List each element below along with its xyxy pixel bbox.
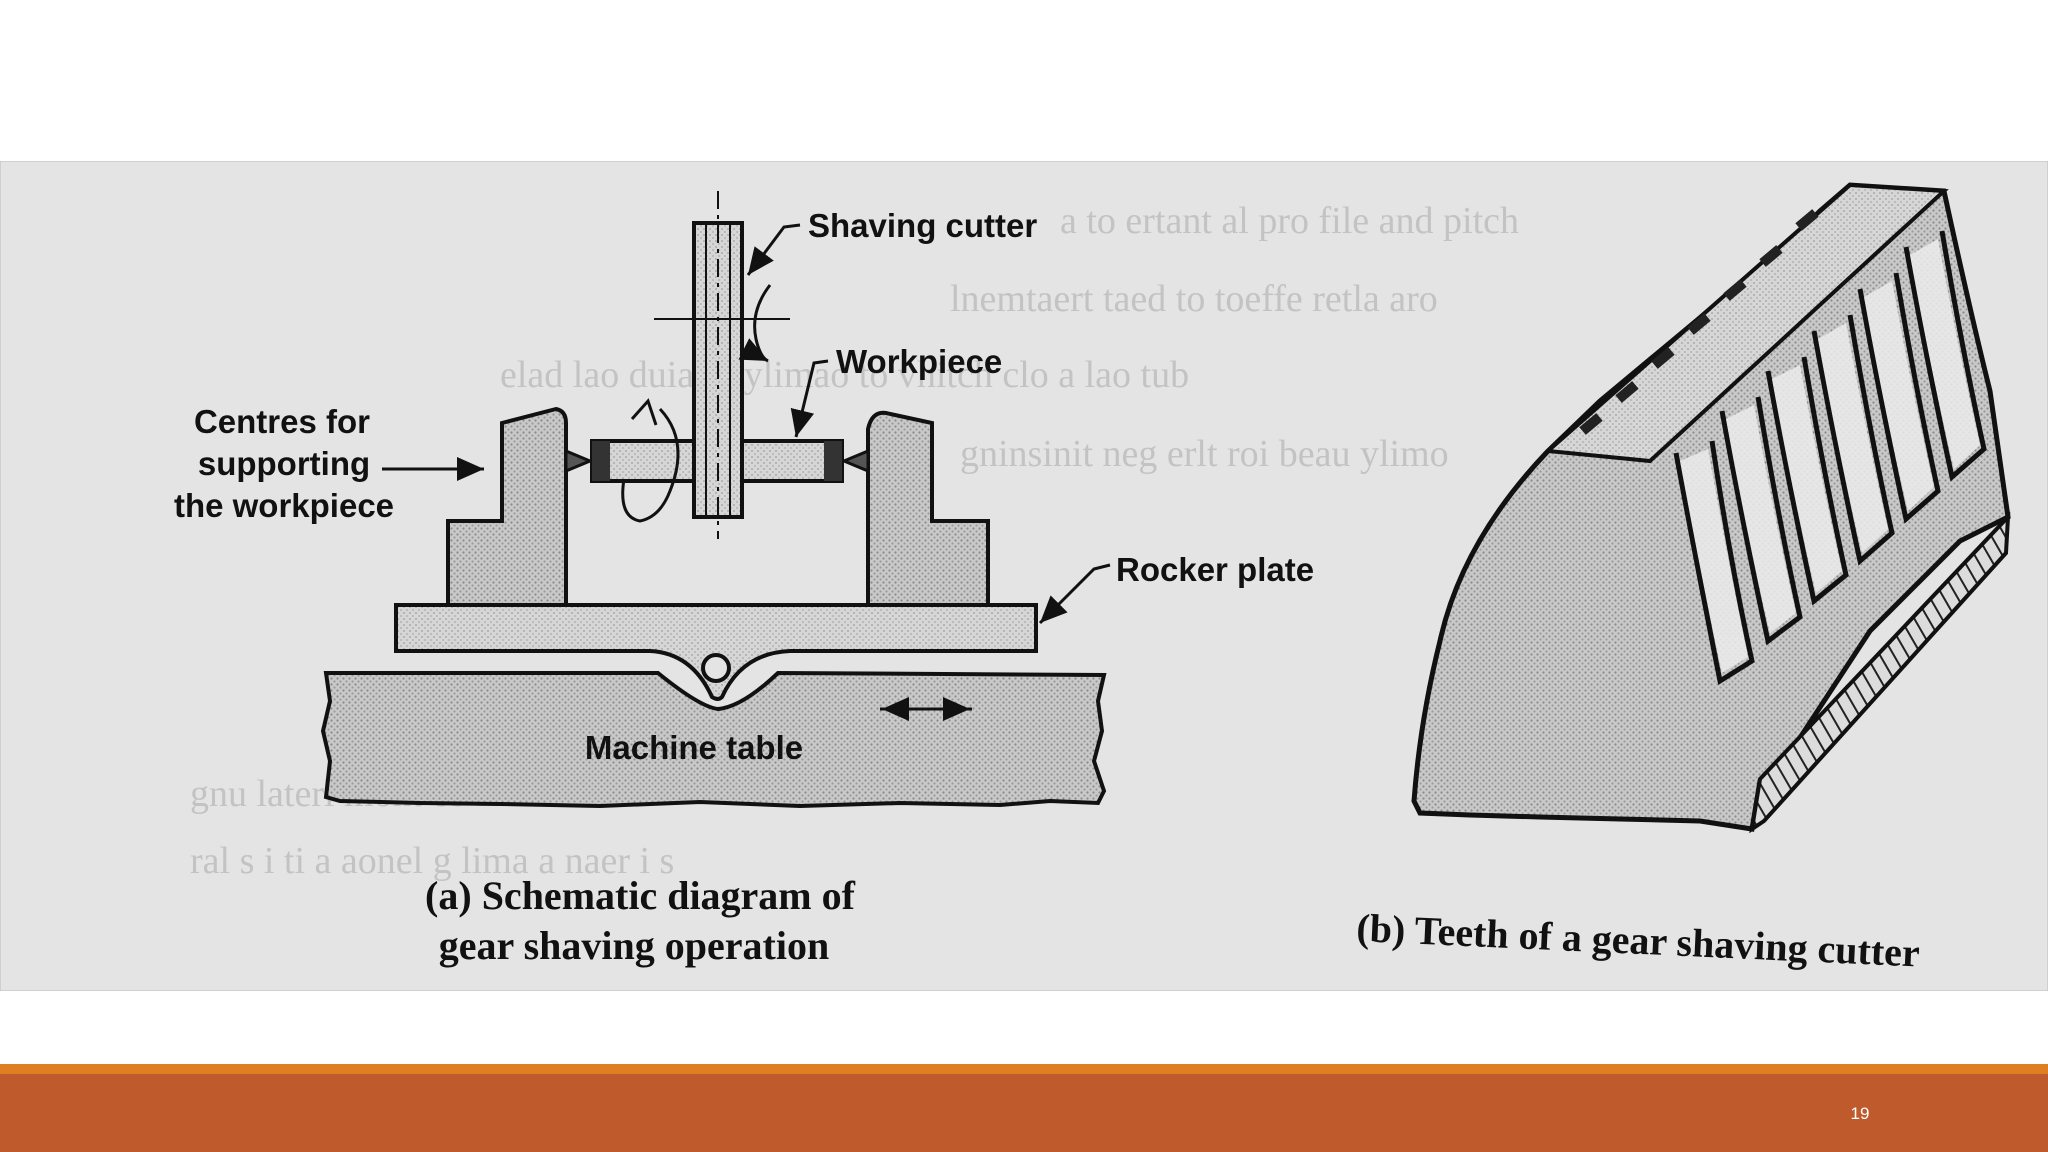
workpiece-leader <box>790 359 829 438</box>
label-centres-line2: supporting <box>198 445 370 482</box>
label-rocker-plate: Rocker plate <box>1116 551 1314 588</box>
label-shaving-cutter: Shaving cutter <box>808 207 1037 244</box>
rocker-pivot <box>701 653 731 683</box>
footer-band <box>0 1064 2048 1152</box>
shaving-cutter-leader <box>746 223 801 276</box>
cutter-rotation-arrow <box>738 284 772 363</box>
label-machine-table: Machine table <box>585 729 803 766</box>
right-centre-support <box>866 410 990 607</box>
svg-text:elad lao duiaiol ylima: elad lao duiaiol ylimao to vhitch clo a … <box>500 354 1189 396</box>
schematic-diagram: Shaving cutter Workpiece Centres for sup… <box>174 191 1314 968</box>
label-workpiece: Workpiece <box>836 343 1002 380</box>
caption-a-line2: gear shaving operation <box>439 923 829 968</box>
rocker-plate-leader <box>1038 563 1111 625</box>
svg-text:gninsinit neg erlt roi bea: gninsinit neg erlt roi beau ylimo <box>960 433 1449 475</box>
gear-shaving-figure: a to ertant al pro file and pitch lnemta… <box>0 161 2048 991</box>
caption-a-line1: (a) Schematic diagram of <box>425 873 856 918</box>
right-centre-point <box>840 448 870 474</box>
workpiece-rotation-arrow <box>621 407 680 523</box>
page-number: 19 <box>1850 1104 1870 1123</box>
footer-accent-stripe <box>0 1064 2048 1074</box>
svg-text:ral s i ti a aonel: ral s i ti a aonel g lima a naer i s <box>190 840 674 882</box>
cutter-tooth-faces <box>1680 239 1980 673</box>
rocker-plate <box>394 603 1038 701</box>
cutter-top-face <box>1543 182 1949 464</box>
svg-text:a to ertant al pro file: a to ertant al pro file and pitch <box>1060 200 1519 242</box>
left-centre-support <box>446 406 568 607</box>
cutter-teeth <box>1673 230 1987 686</box>
svg-text:lnemtaert taed to toeffe r: lnemtaert taed to toeffe retla aro <box>950 278 1438 320</box>
left-centre-point <box>564 448 594 474</box>
cutter-base-hatch <box>1749 511 2011 834</box>
cutter-serrations <box>1579 209 1819 435</box>
label-centres-line1: Centres for <box>194 403 370 440</box>
label-centres-line3: the workpiece <box>174 487 394 524</box>
